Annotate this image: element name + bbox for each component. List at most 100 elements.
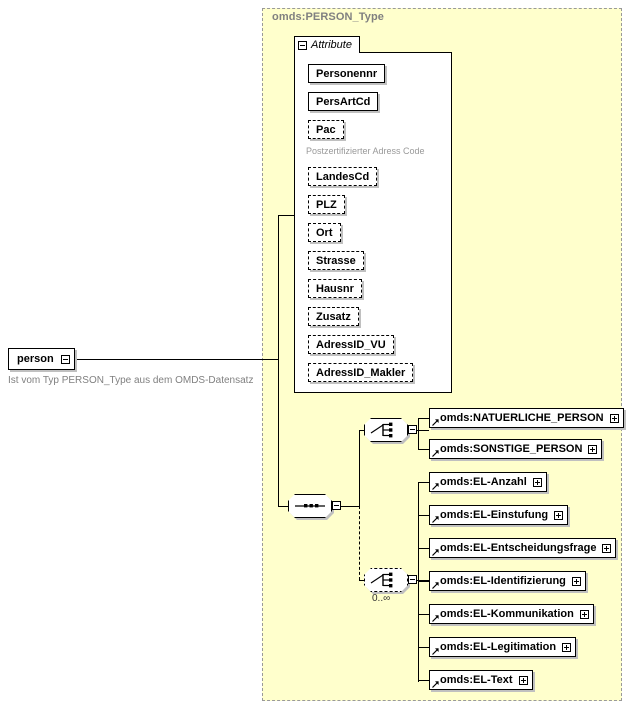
connector-choice-el-out [417, 580, 429, 581]
attribute-plz[interactable]: PLZ [308, 195, 345, 214]
choice-person-node [364, 418, 408, 442]
reference-arrow-icon [432, 419, 439, 426]
attribute-label: Strasse [316, 254, 356, 267]
attribute-group-collapse-icon[interactable] [298, 40, 307, 50]
connector-choice-el-in [359, 580, 364, 581]
reference-arrow-icon [432, 648, 439, 655]
connector-choice-el-bus [418, 482, 419, 682]
attribute-landescd[interactable]: LandesCd [308, 167, 378, 186]
attribute-adressid-vu[interactable]: AdressID_VU [308, 335, 394, 354]
connector-to-el-text [418, 680, 429, 681]
attribute-ort[interactable]: Ort [308, 223, 341, 242]
element-label: omds:EL-Anzahl [440, 476, 527, 488]
choice-person-expander-icon[interactable] [408, 425, 417, 434]
attribute-label: Hausnr [316, 282, 354, 295]
element-label: omds:EL-Entscheidungsfrage [440, 542, 597, 554]
choice-compositor-el[interactable] [364, 568, 417, 594]
connector-sequence-to-choice-el [359, 506, 360, 580]
connector-sequence-out [341, 506, 359, 507]
element-label: omds:EL-Text [440, 674, 513, 686]
attribute-label: LandesCd [316, 170, 370, 183]
element-expand-icon[interactable] [579, 609, 589, 619]
element-label: omds:EL-Identifizierung [440, 575, 566, 587]
element-expand-icon[interactable] [602, 543, 612, 553]
element-label: omds:EL-Legitimation [440, 641, 557, 653]
attribute-label: AdressID_Makler [316, 366, 406, 379]
connector-to-el-entscheidungsfrage [418, 548, 429, 549]
reference-arrow-icon [432, 549, 439, 556]
reference-arrow-icon [432, 516, 439, 523]
attribute-label: PersArtCd [316, 95, 371, 108]
attribute-label: Personennr [316, 67, 378, 80]
connector-to-el-einstufung [418, 515, 429, 516]
element-el-text[interactable]: omds:EL-Text [429, 670, 533, 690]
connector-spine [278, 215, 279, 506]
element-el-legitimation[interactable]: omds:EL-Legitimation [429, 637, 577, 657]
attribute-group-label: Attribute [311, 39, 352, 51]
sequence-compositor[interactable] [288, 494, 341, 520]
choice-icon [370, 572, 393, 588]
element-label: omds:NATUERLICHE_PERSON [440, 412, 604, 424]
reference-arrow-icon [432, 681, 439, 688]
connector-choice-person-bus [418, 418, 419, 450]
attribute-label: Ort [316, 226, 333, 239]
connector-choice-person-out [417, 430, 429, 431]
sequence-icon [295, 504, 325, 508]
reference-arrow-icon [432, 582, 439, 589]
attribute-label: Zusatz [316, 310, 351, 323]
element-sonstige-person[interactable]: omds:SONSTIGE_PERSON [429, 439, 603, 459]
element-expand-icon[interactable] [562, 642, 572, 652]
element-expand-icon[interactable] [554, 510, 564, 520]
attribute-strasse[interactable]: Strasse [308, 251, 364, 270]
connector-sequence-to-choice-person [359, 430, 360, 507]
element-expand-icon[interactable] [532, 477, 542, 487]
element-el-anzahl[interactable]: omds:EL-Anzahl [429, 472, 547, 492]
reference-arrow-icon [432, 450, 439, 457]
connector-to-natuerliche-person [418, 418, 429, 419]
connector-choice-person-in [359, 430, 364, 431]
connector-to-sonstige-person [418, 449, 429, 450]
connector-to-el-anzahl [418, 482, 429, 483]
attribute-pac[interactable]: Pac [308, 120, 344, 139]
element-expand-icon[interactable] [518, 675, 528, 685]
element-person[interactable]: person [8, 348, 75, 370]
connector-to-sequence [278, 506, 295, 507]
element-el-kommunikation[interactable]: omds:EL-Kommunikation [429, 604, 594, 624]
element-el-einstufung[interactable]: omds:EL-Einstufung [429, 505, 569, 525]
connector-to-el-legitimation [418, 647, 429, 648]
attribute-personennr[interactable]: Personennr [308, 64, 386, 83]
element-natuerliche-person[interactable]: omds:NATUERLICHE_PERSON [429, 408, 624, 428]
attribute-label: AdressID_VU [316, 338, 386, 351]
element-person-collapse-icon[interactable] [60, 354, 70, 364]
connector-to-el-identifizierung [418, 581, 429, 582]
element-label: omds:SONSTIGE_PERSON [440, 443, 583, 455]
complex-type-label: omds:PERSON_Type [272, 11, 385, 23]
choice-icon [370, 422, 393, 438]
attribute-zusatz[interactable]: Zusatz [308, 307, 359, 326]
element-person-annotation: Ist vom Typ PERSON_Type aus dem OMDS-Dat… [8, 375, 254, 386]
sequence-expander-icon[interactable] [332, 501, 341, 510]
element-expand-icon[interactable] [609, 413, 619, 423]
attribute-group-tab[interactable]: Attribute [294, 36, 360, 53]
element-person-label: person [17, 353, 54, 365]
choice-el-expander-icon[interactable] [408, 575, 417, 584]
element-el-entscheidungsfrage[interactable]: omds:EL-Entscheidungsfrage [429, 538, 617, 558]
reference-arrow-icon [432, 483, 439, 490]
attribute-pac-annotation: Postzertifizierter Adress Code [306, 146, 425, 156]
attribute-adressid-makler[interactable]: AdressID_Makler [308, 363, 414, 382]
element-label: omds:EL-Kommunikation [440, 608, 574, 620]
connector-person-main [72, 359, 278, 360]
choice-compositor-person[interactable] [364, 418, 417, 444]
element-expand-icon[interactable] [588, 444, 598, 454]
connector-to-el-kommunikation [418, 614, 429, 615]
choice-el-cardinality: 0..∞ [372, 593, 391, 604]
attribute-persartcd[interactable]: PersArtCd [308, 92, 379, 111]
attribute-label: Pac [316, 123, 336, 136]
connector-to-attributes [278, 215, 295, 216]
attribute-label: PLZ [316, 198, 337, 211]
element-label: omds:EL-Einstufung [440, 509, 549, 521]
element-expand-icon[interactable] [571, 576, 581, 586]
element-el-identifizierung[interactable]: omds:EL-Identifizierung [429, 571, 586, 591]
attribute-hausnr[interactable]: Hausnr [308, 279, 362, 298]
